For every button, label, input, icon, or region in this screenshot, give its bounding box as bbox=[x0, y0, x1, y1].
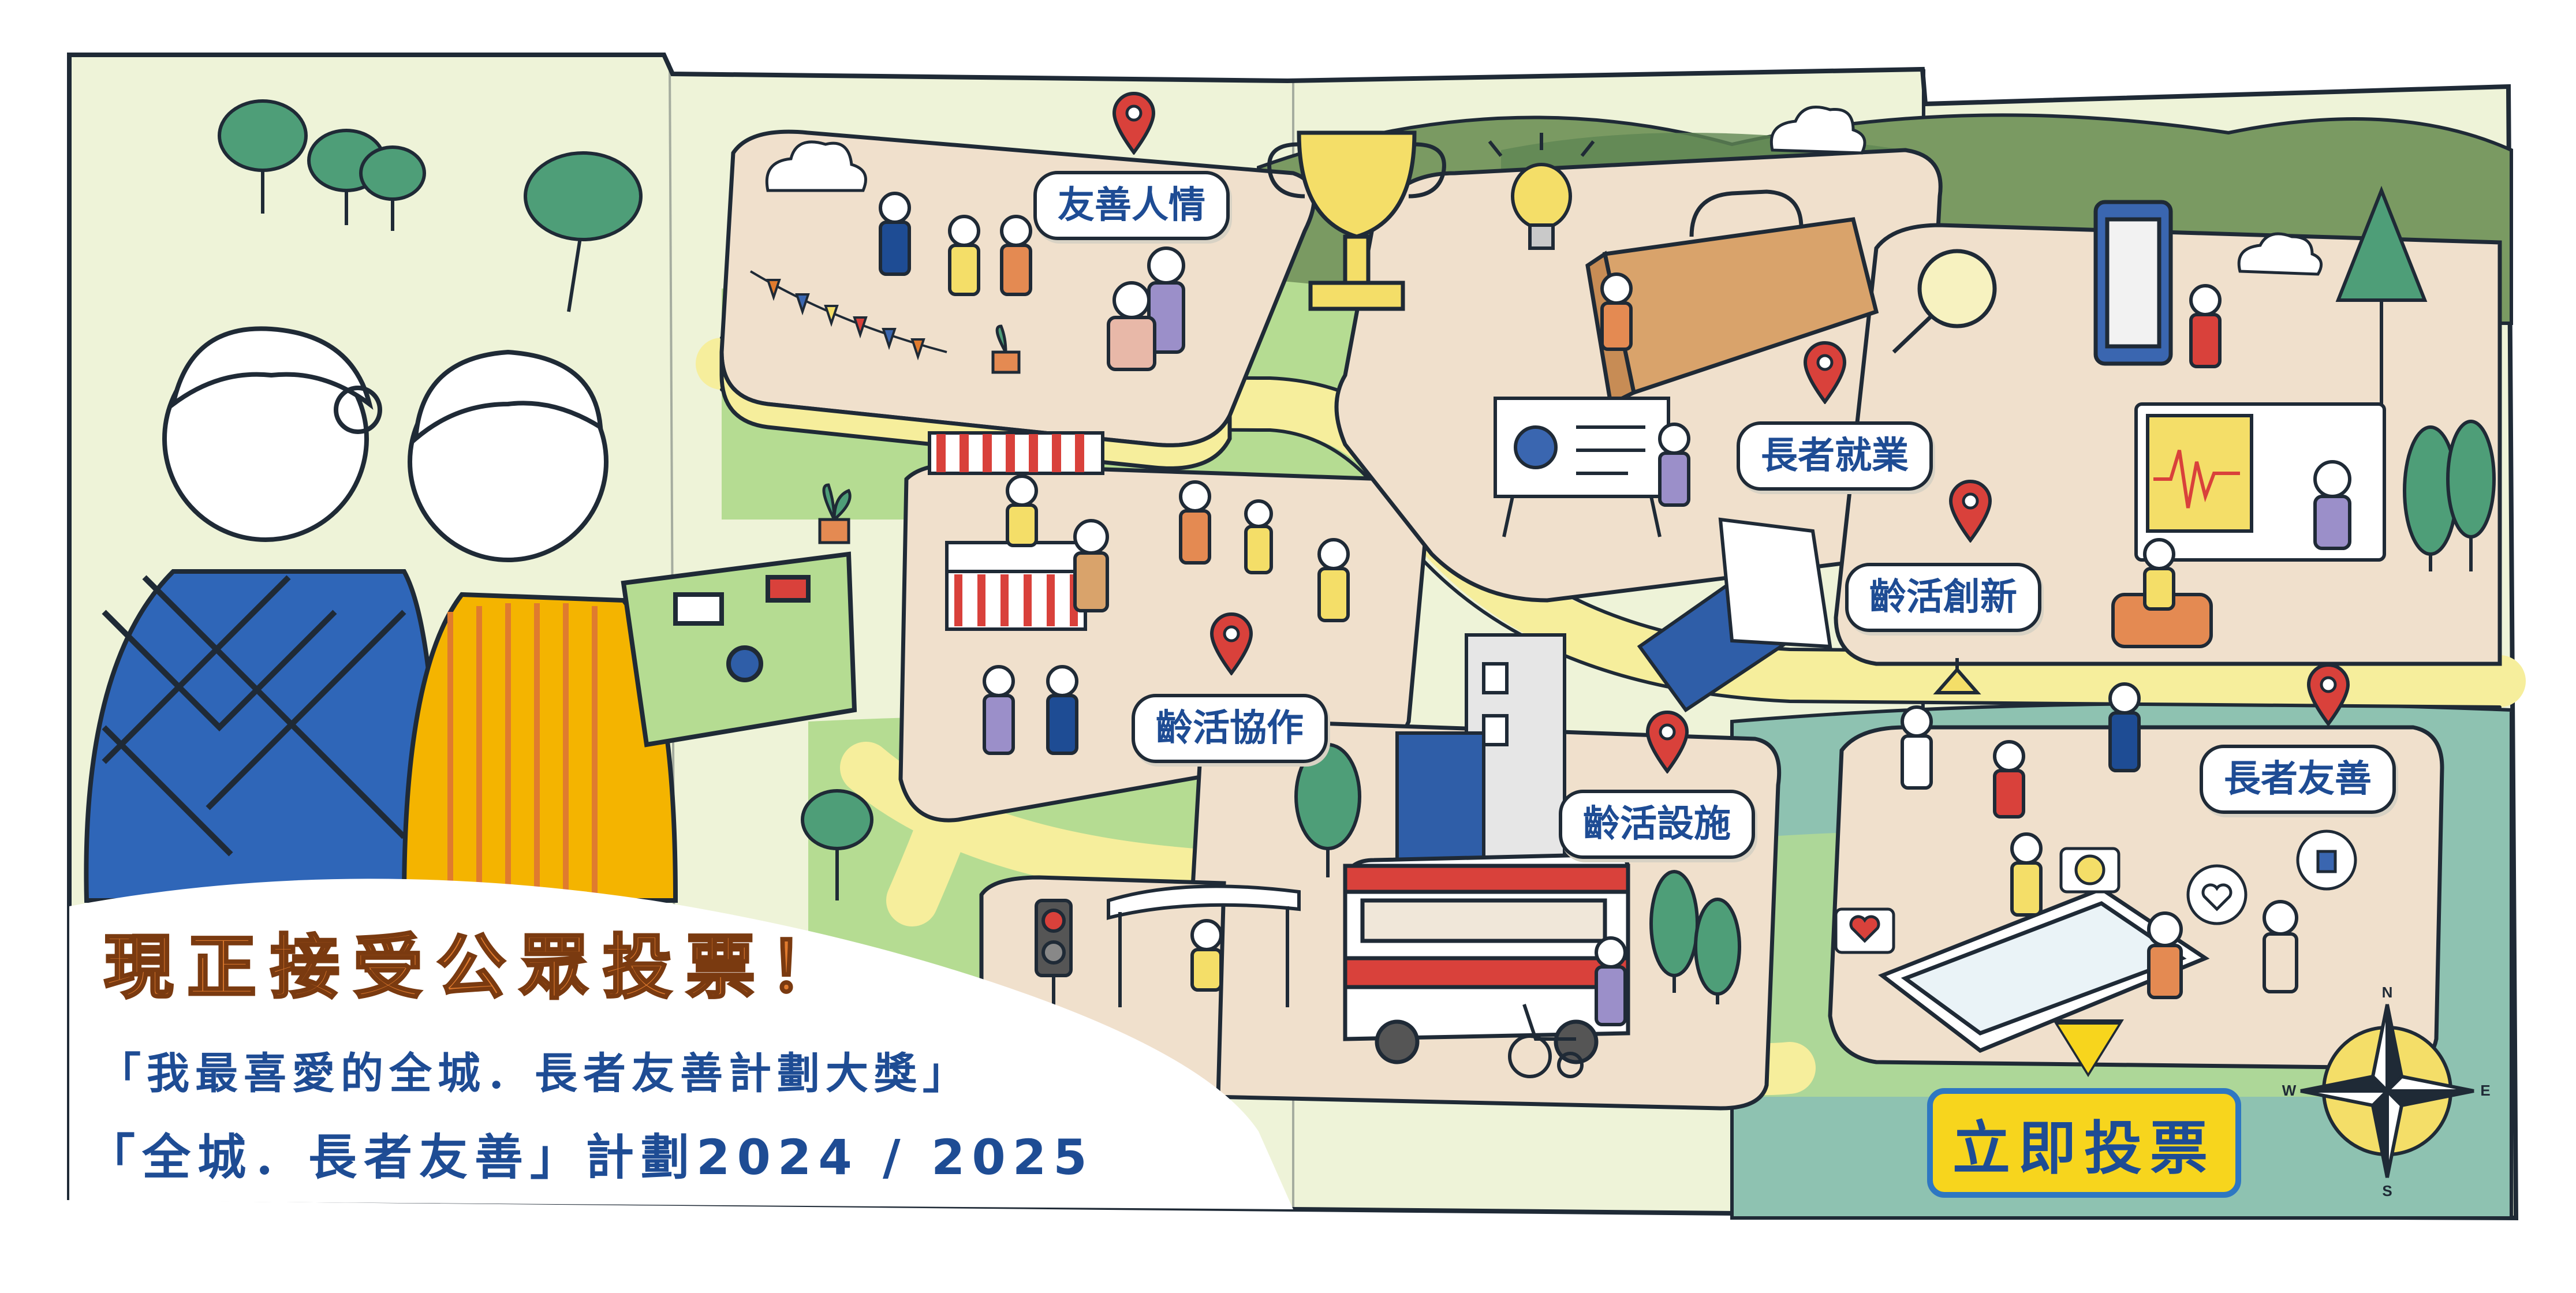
person-figure bbox=[2313, 460, 2351, 550]
people bbox=[879, 192, 2351, 1026]
map-label-employment[interactable]: 長者就業 bbox=[1737, 421, 1933, 491]
lightbulb-icon bbox=[1488, 133, 1595, 250]
person-figure bbox=[1317, 538, 1350, 622]
person-figure bbox=[1006, 474, 1038, 547]
wheelchair-icon bbox=[1508, 1004, 1584, 1078]
location-pin-icon bbox=[2306, 663, 2350, 726]
tree-icon bbox=[2335, 185, 2428, 404]
bunting-flags bbox=[749, 270, 947, 361]
location-pin-icon bbox=[1645, 711, 1689, 773]
person-figure bbox=[1595, 936, 1627, 1026]
person-figure bbox=[1993, 740, 2025, 819]
person-figure bbox=[2263, 900, 2298, 993]
map-label-collaboration[interactable]: 齡活協作 bbox=[1132, 694, 1328, 763]
headline: 現正接受公眾投票！ bbox=[103, 926, 852, 1009]
map-label-innovation[interactable]: 齡活創新 bbox=[1845, 563, 2041, 632]
person-figure bbox=[948, 215, 980, 296]
person-figure bbox=[879, 192, 911, 276]
double-decker-bus bbox=[1343, 852, 1630, 1064]
thumbs-up-icon bbox=[2296, 829, 2357, 891]
compass-s: S bbox=[2382, 1182, 2392, 1199]
person-figure bbox=[983, 665, 1015, 755]
location-pin-icon bbox=[1948, 480, 1992, 543]
tree-icon bbox=[524, 151, 643, 312]
smile-icon bbox=[2059, 847, 2120, 894]
person-figure bbox=[1244, 499, 1273, 574]
person-figure bbox=[1046, 665, 1078, 755]
magnifier-icon bbox=[1892, 249, 1997, 354]
heart-icon bbox=[2186, 864, 2248, 925]
location-pin-icon bbox=[1209, 612, 1253, 675]
reaction-bubbles bbox=[1834, 829, 2357, 954]
person-figure bbox=[1000, 215, 1032, 296]
person-figure bbox=[2010, 832, 2043, 917]
trophy-icon bbox=[1267, 130, 1446, 311]
person-figure bbox=[1107, 281, 1156, 371]
potted-plants bbox=[818, 324, 1021, 544]
map-label-elder-friendly[interactable]: 長者友善 bbox=[2200, 745, 2396, 814]
traffic-light-icon bbox=[1035, 899, 1073, 1016]
person-figure bbox=[2108, 682, 2141, 772]
person-figure bbox=[1658, 423, 1690, 507]
vote-now-button[interactable]: 立即投票 bbox=[1927, 1088, 2241, 1198]
tree-icon bbox=[2446, 420, 2496, 571]
person-figure bbox=[2147, 911, 2183, 999]
program-title: 「全城．長者友善」計劃2024 / 2025 bbox=[87, 1129, 1094, 1186]
bus-shelter bbox=[1107, 884, 1301, 1007]
person-figure bbox=[1190, 919, 1223, 992]
phone-app-icon bbox=[2093, 200, 2173, 366]
clouds bbox=[765, 106, 2323, 276]
award-subtitle: 「我最喜愛的全城．長者友善計劃大獎」 bbox=[98, 1049, 971, 1098]
couple-illustration bbox=[84, 326, 857, 903]
down-arrow-icon bbox=[2058, 1025, 2118, 1073]
lamp-icon bbox=[1933, 658, 1981, 694]
cloud-icon bbox=[1769, 106, 1866, 155]
compass-icon bbox=[2300, 1004, 2474, 1178]
tree-icon bbox=[218, 99, 308, 214]
location-pin-icon bbox=[1112, 92, 1156, 155]
heart-icon bbox=[1834, 907, 1895, 954]
plant-icon bbox=[818, 483, 852, 544]
headline-backdrop bbox=[69, 879, 1293, 1209]
tree-icon bbox=[1294, 743, 1361, 877]
person-figure bbox=[1901, 705, 1933, 790]
compass-e: E bbox=[2480, 1082, 2490, 1099]
map-label-facilities[interactable]: 齡活設施 bbox=[1559, 790, 1755, 859]
compass-n: N bbox=[2382, 984, 2393, 1001]
map-label-friendly-care[interactable]: 友善人情 bbox=[1033, 171, 1230, 240]
person-figure bbox=[2143, 538, 2175, 611]
location-pin-icon bbox=[1803, 341, 1847, 404]
tree-icon bbox=[801, 789, 873, 900]
person-figure bbox=[1600, 272, 1633, 351]
cloud-icon bbox=[765, 140, 867, 192]
person-figure bbox=[2189, 284, 2222, 368]
trees bbox=[218, 99, 2496, 1004]
cloud-icon bbox=[2237, 232, 2323, 276]
tree-icon bbox=[359, 145, 426, 231]
person-figure bbox=[1179, 480, 1211, 565]
plant-icon bbox=[991, 324, 1021, 374]
tree-icon bbox=[1694, 898, 1741, 1004]
certificate-icon bbox=[1637, 517, 1832, 713]
compass-w: W bbox=[2282, 1082, 2297, 1099]
person-figure bbox=[1073, 519, 1109, 612]
